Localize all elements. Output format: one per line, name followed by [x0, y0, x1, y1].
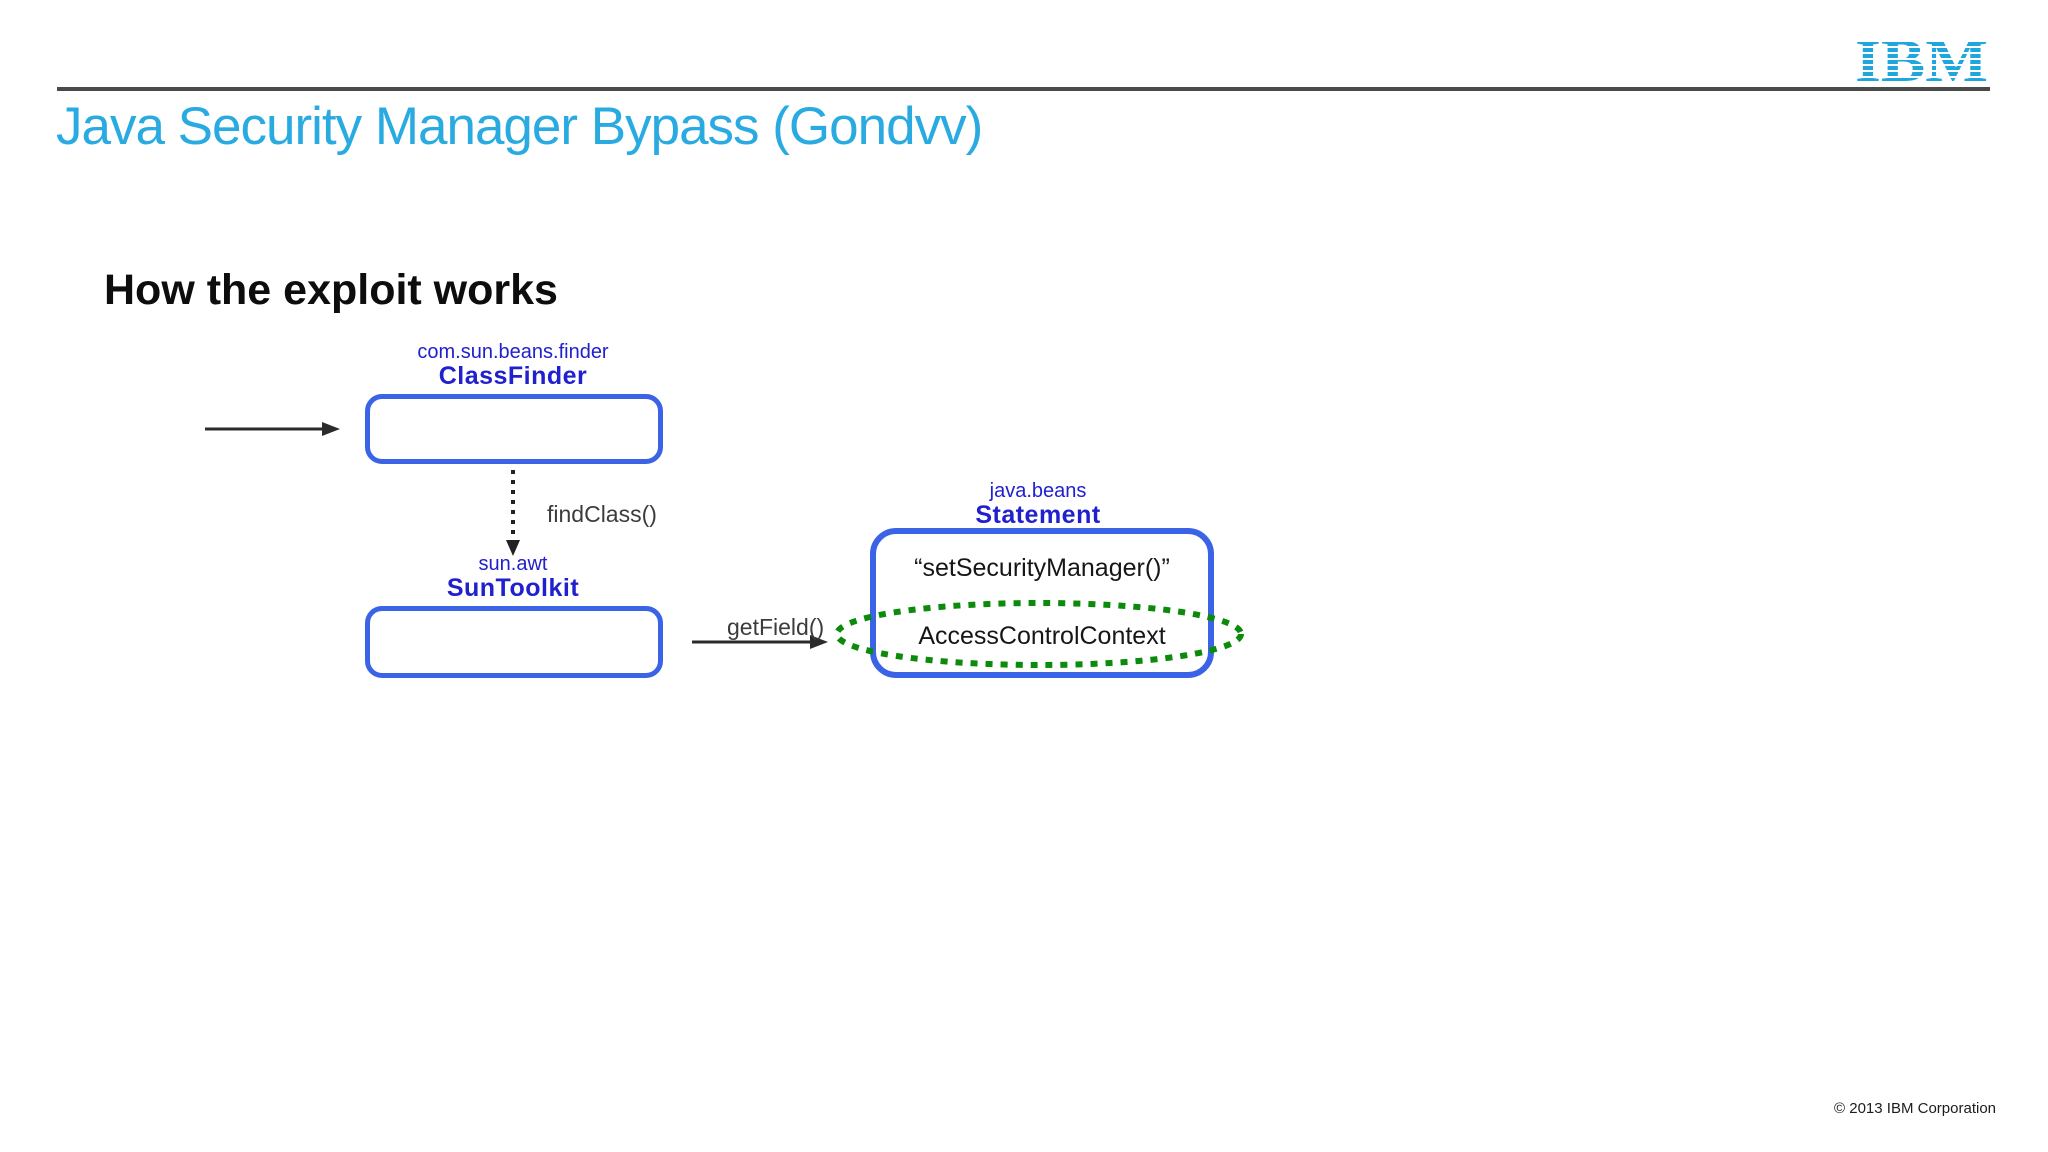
- suntoolkit-name: SunToolkit: [446, 574, 580, 602]
- copyright-footer: © 2013 IBM Corporation: [1834, 1100, 1996, 1117]
- ibm-logo-icon: IBM: [1855, 36, 1988, 82]
- suntoolkit-package: sun.awt: [478, 553, 548, 575]
- incoming-arrow-icon: [205, 422, 340, 436]
- findclass-dotted-arrow-icon: [506, 470, 520, 556]
- statement-box: [870, 528, 1214, 678]
- statement-field-text: AccessControlContext: [918, 622, 1166, 650]
- slide-title: Java Security Manager Bypass (Gondvv): [56, 97, 983, 156]
- statement-label: java.beans Statement: [868, 480, 1208, 530]
- svg-text:IBM: IBM: [1855, 36, 1988, 82]
- classfinder-box: [365, 394, 663, 464]
- section-heading: How the exploit works: [104, 266, 558, 314]
- header-divider: [57, 87, 1990, 91]
- classfinder-package: com.sun.beans.finder: [417, 341, 609, 363]
- classfinder-name: ClassFinder: [438, 362, 588, 390]
- statement-name: Statement: [975, 501, 1101, 529]
- statement-package: java.beans: [989, 480, 1087, 502]
- statement-method-text: “setSecurityManager()”: [914, 554, 1170, 582]
- getfield-edge-label: getField(): [727, 614, 825, 640]
- highlight-ellipse-icon: [834, 600, 1244, 668]
- findclass-edge-label: findClass(): [547, 501, 657, 527]
- classfinder-label: com.sun.beans.finder ClassFinder: [343, 341, 683, 391]
- suntoolkit-box: [365, 606, 663, 678]
- suntoolkit-label: sun.awt SunToolkit: [343, 553, 683, 603]
- getfield-arrow-icon: [692, 635, 828, 649]
